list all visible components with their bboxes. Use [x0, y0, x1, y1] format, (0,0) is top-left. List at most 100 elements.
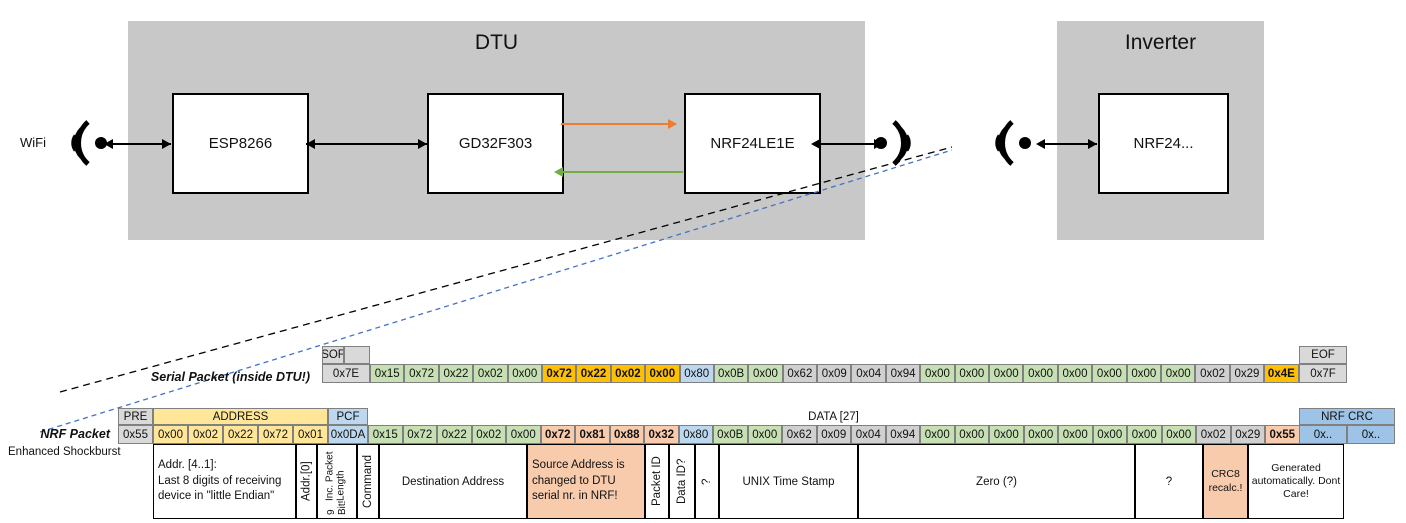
desc-address-text: Addr. [4..1]: Last 8 digits of receiving… [158, 459, 282, 503]
nrf-data-byte-18: 0x00 [989, 425, 1024, 444]
desc-unix: UNIX Time Stamp [719, 444, 858, 519]
nrf-header-data: DATA [27] [808, 410, 859, 423]
arrow-nrf-gd32-green [561, 171, 683, 173]
nrf-data-byte-9: 0x80 [678, 425, 713, 444]
arrow-nrf-antenna-head-left [811, 138, 820, 149]
chip-nrf24le1e-label: NRF24LE1E [710, 135, 795, 152]
nrf-crc-byte-1: 0x.. [1347, 425, 1395, 444]
serial-byte-9: 0x80 [679, 364, 714, 383]
arrow-esp-gd32-head-left [306, 138, 315, 149]
serial-packet-label: Serial Packet (inside DTU!) [150, 370, 310, 384]
nrf-pcf-row: 0x0DA [328, 425, 368, 444]
nrf-header-pcf: PCF [328, 408, 368, 425]
desc-question: ? [1135, 444, 1203, 519]
serial-eof-row: 0x7F [1299, 364, 1347, 383]
nrf-data-byte-6: 0x81 [575, 425, 610, 444]
arrow-gd32-nrf-orange [561, 123, 676, 125]
nrf-packet-label: NRF Packet [40, 427, 110, 441]
serial-byte-16: 0x00 [920, 364, 955, 383]
nrf-data-byte-11: 0x00 [747, 425, 782, 444]
nrf-data-byte-5: 0x72 [540, 425, 575, 444]
serial-byte-12: 0x62 [782, 364, 818, 383]
nrf-data-byte-19: 0x00 [1023, 425, 1058, 444]
serial-byte-25: 0x29 [1229, 364, 1265, 383]
serial-byte-17: 0x00 [954, 364, 990, 383]
desc-destination: Destination Address [379, 444, 527, 519]
serial-sof-header: SOF [322, 346, 344, 364]
arrow-gd32-nrf-orange-head [668, 118, 677, 129]
arrow-esp-gd32-head-right [418, 138, 427, 149]
nrf-data-byte-22: 0x00 [1127, 425, 1162, 444]
serial-sof-value: 0x7E [322, 364, 370, 383]
chip-nrf24-label: NRF24... [1133, 135, 1194, 152]
nrf-data-byte-20: 0x00 [1058, 425, 1093, 444]
block-diagram: DTU Inverter ESP8266 GD32F303 NRF24LE1E … [0, 0, 1406, 260]
nrf-crc-row: 0x..0x.. [1299, 425, 1395, 444]
desc-source: Source Address is changed to DTU serial … [527, 444, 645, 519]
nrf-data-byte-24: 0x02 [1196, 425, 1231, 444]
nrf-pre-row: 0x55 [118, 425, 153, 444]
arrow-wifi-esp-head-left [104, 138, 113, 149]
serial-byte-18: 0x00 [989, 364, 1024, 383]
desc-pcf-bit: 9 Bit! [326, 500, 348, 515]
serial-eof-value: 0x7F [1299, 364, 1347, 383]
nrf-data-byte-25: 0x29 [1230, 425, 1265, 444]
serial-byte-23: 0x00 [1160, 364, 1196, 383]
serial-sof-header-pad [344, 346, 370, 364]
description-row: Addr. [4..1]: Last 8 digits of receiving… [153, 444, 1344, 519]
nrf-header-crc: NRF CRC [1299, 408, 1395, 425]
nrf-data-byte-15: 0x94 [885, 425, 920, 444]
nrf-address-byte-2: 0x22 [223, 425, 258, 444]
nrf-packet-sublabel: Enhanced Shockburst [8, 446, 121, 458]
nrf-crc-byte-0: 0x.. [1299, 425, 1347, 444]
nrf-pre-value: 0x55 [118, 425, 153, 444]
serial-byte-0: 0x15 [370, 364, 405, 383]
nrf-data-byte-23: 0x00 [1161, 425, 1196, 444]
nrf-header-address: ADDRESS [153, 408, 328, 425]
desc-pcf-len: Inc. Packet Length [324, 451, 347, 501]
chip-nrf24: NRF24... [1098, 93, 1229, 194]
nrf-data-byte-13: 0x09 [816, 425, 851, 444]
chip-nrf24le1e: NRF24LE1E [684, 93, 821, 194]
desc-tilde: ? [695, 444, 719, 519]
nrf-address-byte-0: 0x00 [153, 425, 188, 444]
serial-byte-8: 0x00 [645, 364, 680, 383]
nrf-data-byte-10: 0x0B [713, 425, 748, 444]
arrow-wifi-esp-head-right [162, 138, 171, 149]
serial-byte-14: 0x04 [851, 364, 886, 383]
serial-byte-5: 0x72 [541, 364, 577, 383]
serial-eof-header-row: EOF [1299, 346, 1347, 364]
arrow-nrf-gd32-green-head [554, 166, 563, 177]
arrow-antenna-inverter-head-right [1088, 138, 1097, 149]
arrow-nrf-antenna [818, 143, 882, 145]
desc-address: Addr. [4..1]: Last 8 digits of receiving… [153, 444, 296, 519]
nrf-data-byte-3: 0x02 [471, 425, 506, 444]
nrf-header-pre: PRE [118, 408, 153, 425]
nrf-data-byte-14: 0x04 [851, 425, 886, 444]
nrf-data-byte-12: 0x62 [782, 425, 817, 444]
serial-byte-24: 0x02 [1195, 364, 1230, 383]
serial-byte-1: 0x72 [404, 364, 439, 383]
serial-byte-21: 0x00 [1092, 364, 1127, 383]
nrf-data-byte-17: 0x00 [954, 425, 989, 444]
desc-zero: Zero (?) [858, 444, 1135, 519]
serial-byte-7: 0x02 [610, 364, 646, 383]
nrf-address-byte-1: 0x02 [188, 425, 223, 444]
nrf-pcf-value: 0x0DA [328, 425, 368, 444]
serial-byte-2: 0x22 [438, 364, 474, 383]
wifi-label: WiFi [20, 135, 46, 150]
arrow-antenna-inverter-head-left [1036, 138, 1045, 149]
antenna-inverter-icon [995, 120, 1031, 166]
dtu-title: DTU [474, 31, 519, 54]
nrf-data-byte-21: 0x00 [1092, 425, 1127, 444]
nrf-data-byte-7: 0x88 [609, 425, 644, 444]
serial-byte-15: 0x94 [885, 364, 921, 383]
serial-value-row: 0x7E [322, 364, 370, 383]
nrf-data-byte-16: 0x00 [920, 425, 955, 444]
nrf-data-byte-0: 0x15 [368, 425, 403, 444]
serial-eof-header: EOF [1299, 346, 1347, 364]
desc-data-id: Data ID? [669, 444, 695, 519]
